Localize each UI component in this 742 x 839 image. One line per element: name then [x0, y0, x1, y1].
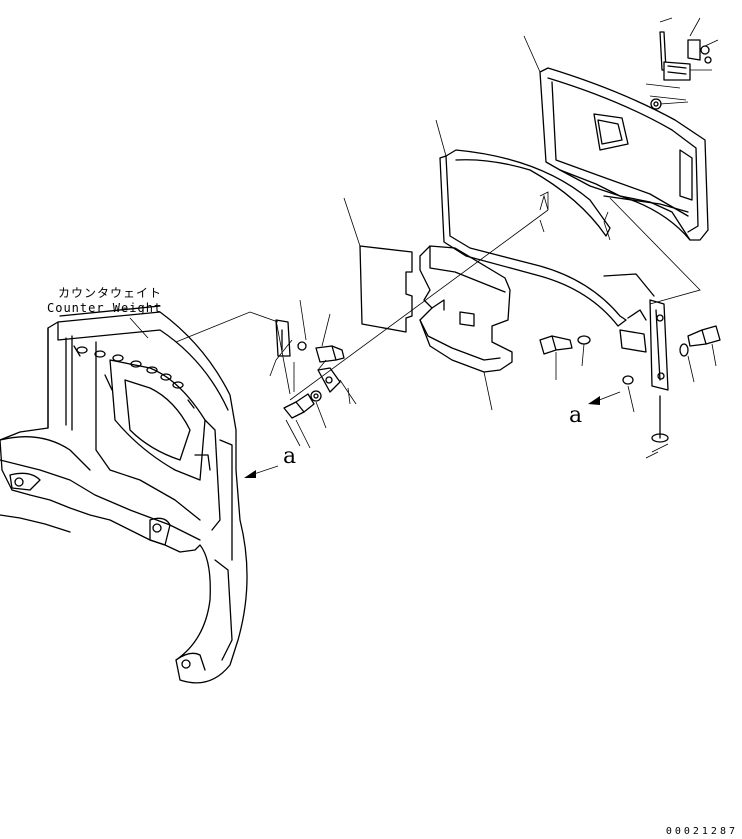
bolt-left-upper [315, 345, 345, 363]
counterweight-title-jp: カウンタウェイト [58, 286, 163, 300]
latch-bracket-center [317, 359, 357, 405]
view-arrow-left [244, 465, 279, 478]
bolt-right-right [622, 325, 721, 413]
seal-frame [435, 119, 627, 327]
hinge-assembly-right [603, 273, 669, 459]
counterweight-body [0, 305, 248, 684]
cover-panel [523, 35, 709, 241]
counterweight-title-en: Counter Weight [47, 301, 163, 315]
weight-block [419, 245, 513, 411]
bolt-right-left [539, 335, 591, 380]
drawing-number: 00021287 [665, 826, 738, 837]
assembly-leaders [175, 191, 701, 401]
counterweight-leader [129, 317, 149, 339]
hinge-bracket-left [269, 299, 331, 377]
latch-parts [645, 17, 719, 110]
view-marker-left: a [283, 444, 297, 469]
bolt-left-lower [283, 390, 327, 449]
rubber-plate [343, 197, 413, 333]
view-arrow-right [588, 391, 621, 405]
view-marker-right: a [569, 403, 583, 428]
